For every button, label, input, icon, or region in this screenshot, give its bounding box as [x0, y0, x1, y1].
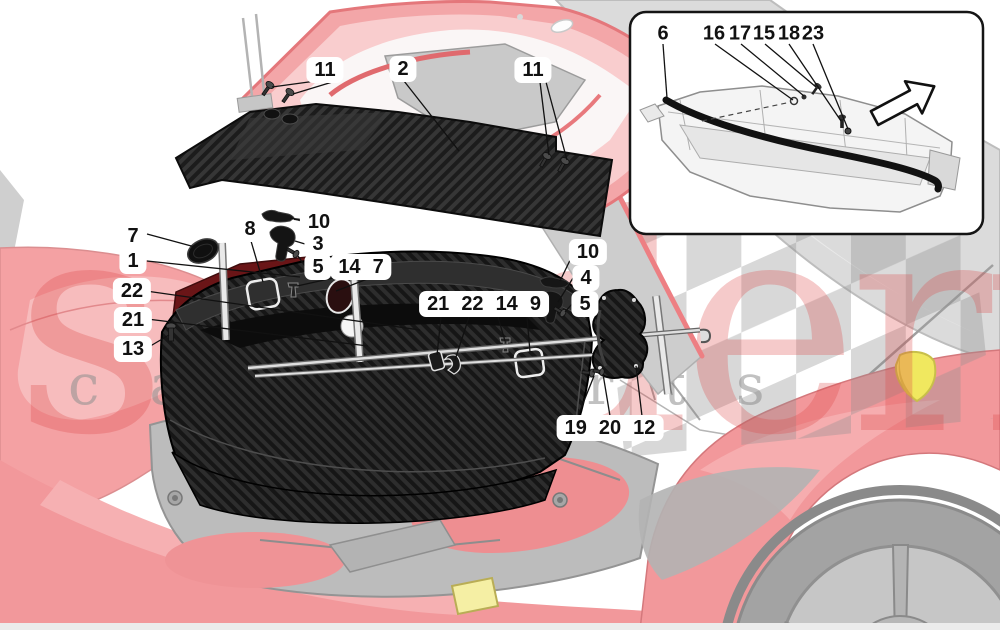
hood-hinge	[241, 13, 266, 97]
callout-4[interactable]: 4	[572, 265, 600, 291]
callout-number: 21	[427, 293, 450, 315]
callout-number: 10	[307, 211, 331, 233]
callout-number: 14	[338, 256, 361, 278]
washer-part-16	[789, 96, 799, 106]
callout-number: 5	[312, 256, 324, 278]
callout-number: 13	[121, 338, 145, 360]
callout-10-left[interactable]: 10	[299, 209, 339, 235]
callout-number: 19	[564, 417, 587, 439]
screw-11-b	[281, 88, 295, 104]
callout-number: 2	[397, 58, 409, 80]
inset-callout-17[interactable]: 17	[728, 22, 752, 45]
callout-number: 14	[495, 293, 518, 315]
screw-part-20	[592, 368, 605, 376]
callout-number: 10	[576, 241, 600, 263]
callout-3[interactable]: 3	[304, 231, 332, 257]
callout-13[interactable]: 13	[113, 336, 153, 362]
callout-number: 4	[580, 267, 592, 289]
callout-7-left[interactable]: 7	[119, 223, 147, 249]
callout-5-left[interactable]: 5	[304, 254, 332, 280]
ground-strip	[0, 623, 1000, 630]
callout-number: 7	[127, 225, 139, 247]
scudetto-badge	[894, 350, 937, 403]
callout-number: 11	[314, 59, 336, 81]
callout-number: 7	[372, 256, 384, 278]
callout-1[interactable]: 1	[119, 248, 147, 274]
inset-callout-16[interactable]: 16	[702, 22, 726, 45]
callout-21-left[interactable]: 21	[113, 307, 153, 333]
callout-10-right[interactable]: 10	[568, 239, 608, 265]
hook-part-3	[269, 225, 296, 262]
inset-box	[628, 10, 985, 236]
carbon-panel-part-2	[174, 102, 614, 238]
callout-2-panel[interactable]: 2	[389, 56, 417, 82]
callout-number: 21	[121, 309, 145, 331]
clip-part-21	[427, 350, 446, 372]
seal-part-6	[662, 96, 942, 193]
callout-number: 9	[529, 293, 541, 315]
callout-21-22-14-9[interactable]: 21 22 14 9	[419, 291, 549, 317]
bolt-part-13	[165, 322, 177, 342]
callout-19-20-12[interactable]: 19 20 12	[556, 415, 664, 441]
callout-number: 20	[598, 417, 622, 439]
callout-11-hood-left[interactable]: 11	[306, 57, 344, 83]
callout-number: 8	[244, 218, 256, 240]
inset-callout-18[interactable]: 18	[777, 22, 801, 45]
inset-leader-lines	[662, 43, 849, 130]
screw-part-5-left	[286, 247, 300, 259]
hood-struts	[218, 242, 672, 395]
edge-sliver-top-left	[0, 170, 24, 266]
callout-11-hood-right[interactable]: 11	[514, 57, 552, 83]
callout-14-7[interactable]: 14 7	[330, 254, 392, 280]
cover-part-12	[591, 288, 649, 379]
callout-number: 1	[127, 250, 139, 272]
screw-part-5-right	[553, 306, 567, 318]
callout-number: 11	[522, 59, 544, 81]
gasket-part-9	[513, 347, 546, 379]
inset-callout-23[interactable]: 23	[801, 22, 825, 45]
callout-number: 12	[633, 417, 656, 439]
callout-number: 3	[312, 233, 324, 255]
inset-callout-15[interactable]: 15	[752, 22, 776, 45]
callout-5-right[interactable]: 5	[571, 291, 599, 317]
inset-callout-6[interactable]: 6	[657, 22, 669, 45]
callout-number: 22	[461, 293, 484, 315]
latch-part-10-left	[261, 209, 295, 223]
plug-part-14-left	[287, 282, 299, 298]
front-wheel	[721, 485, 1000, 630]
leader-lines	[145, 77, 643, 417]
tow-badge	[450, 576, 500, 616]
callout-22-left[interactable]: 22	[112, 278, 152, 304]
callout-8[interactable]: 8	[236, 216, 264, 242]
callout-number: 22	[120, 280, 144, 302]
direction-arrow-icon	[869, 79, 936, 127]
hood-vent-hole	[550, 19, 574, 33]
callout-number: 5	[579, 293, 591, 315]
clip-part-22	[443, 354, 461, 375]
